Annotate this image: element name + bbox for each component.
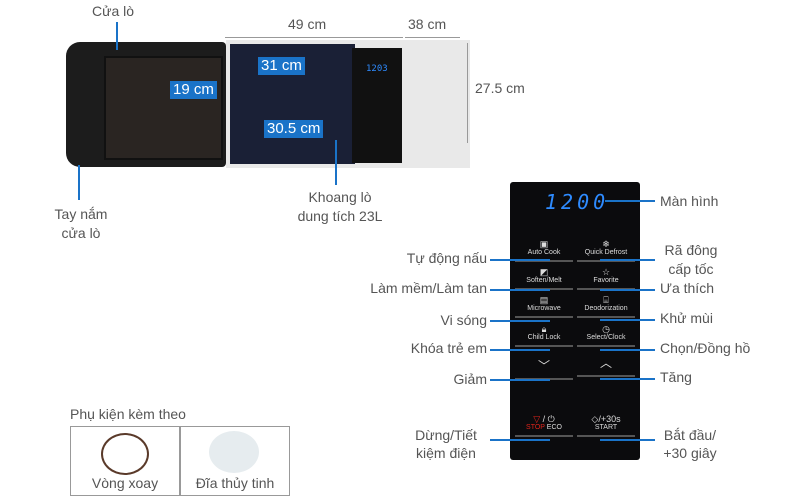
callout-deodorization: Khử mùi: [660, 310, 713, 326]
roller-ring-image: [101, 433, 149, 475]
width-dimension: 49 cm: [288, 16, 327, 32]
handle-label: Tay nắm cửa lò: [54, 206, 108, 241]
quick-defrost-button[interactable]: ❄Quick Defrost: [577, 239, 635, 262]
favorite-button[interactable]: ☆Favorite: [577, 267, 635, 290]
callout-increase: Tăng: [660, 369, 692, 385]
select-clock-button[interactable]: ◷Select/Clock: [577, 324, 635, 347]
accessory-glass-tray: Đĩa thủy tinh: [180, 426, 290, 496]
callout-microwave: Vi sóng: [440, 312, 487, 328]
star-icon: ☆: [601, 267, 611, 277]
deodorization-button[interactable]: ⌸Deodorization: [577, 295, 635, 318]
door-glass: [104, 56, 223, 160]
glass-tray-image: [209, 431, 259, 473]
soften-icon: ◩: [539, 267, 549, 277]
callout-child-lock: Khóa trẻ em: [410, 340, 487, 356]
accessory-roller-ring: Vòng xoay: [70, 426, 180, 496]
callout-start: Bắt đầu/ +30 giây: [663, 427, 717, 461]
chevron-up-icon: ︿: [599, 356, 612, 370]
inner-height-tag: 19 cm: [170, 81, 217, 99]
start-icon: ◇: [591, 414, 599, 424]
defrost-icon: ❄: [602, 239, 610, 249]
callout-soften: Làm mềm/Làm tan: [370, 280, 487, 296]
callout-display: Màn hình: [660, 193, 719, 209]
callout-favorite: Ưa thích: [660, 280, 714, 296]
cavity-label: Khoang lò dung tích 23L: [297, 189, 383, 224]
eco-icon: ⏻: [547, 414, 555, 424]
auto-icon: ▣: [539, 239, 549, 249]
microwave-icon: ▤: [539, 295, 549, 305]
chevron-down-icon: ﹀: [537, 359, 550, 373]
callout-auto-cook: Tự động nấu: [406, 250, 487, 266]
soften-melt-button[interactable]: ◩Soften/Melt: [515, 267, 573, 290]
clock-icon: ◷: [602, 324, 610, 334]
accessories-title: Phụ kiện kèm theo: [70, 406, 186, 422]
stop-eco-button[interactable]: ▽ / ⏻STOP ECO: [515, 414, 573, 437]
microwave-button[interactable]: ▤Microwave: [515, 295, 573, 318]
door-label: Cửa lò: [92, 3, 135, 19]
height-dimension: 27.5 cm: [475, 80, 525, 96]
stop-icon: ▽: [533, 414, 541, 424]
callout-stop-eco: Dừng/Tiết kiệm điện: [415, 427, 477, 461]
oven-control-strip: [352, 48, 402, 163]
callout-decrease: Giảm: [453, 371, 487, 387]
panel-display: 1200: [545, 190, 610, 214]
callout-select-clock: Chọn/Đồng hồ: [660, 340, 751, 356]
depth-dimension: 38 cm: [408, 16, 447, 32]
increase-button[interactable]: ︿: [577, 354, 635, 377]
lock-icon: 🔒︎: [541, 324, 547, 334]
inner-width-tag: 31 cm: [258, 57, 305, 75]
mini-display: 1203: [366, 64, 388, 74]
decrease-button[interactable]: ﹀: [515, 357, 573, 380]
deodorize-icon: ⌸: [603, 295, 609, 305]
auto-cook-button[interactable]: ▣Auto Cook: [515, 239, 573, 262]
callout-quick-defrost: Rã đông cấp tốc: [664, 242, 718, 277]
inner-depth-tag: 30.5 cm: [264, 120, 324, 138]
child-lock-button[interactable]: 🔒︎Child Lock: [515, 324, 573, 347]
